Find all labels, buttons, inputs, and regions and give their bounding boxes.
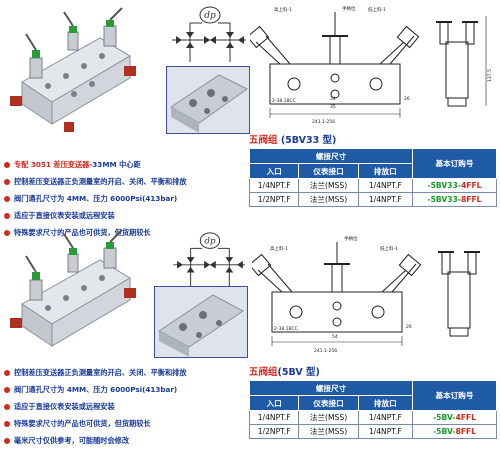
feature-item: 控制差压变送器正负测量室的开启、关闭、平衡和排放 xyxy=(4,364,242,381)
dim-overall-length: 241.1-256 xyxy=(314,348,337,354)
feature-item: 阀门通孔尺寸为 4MM、压力 6000Psi(413bar) xyxy=(4,190,242,207)
bullet-icon xyxy=(4,229,10,236)
bullet-icon xyxy=(4,437,10,444)
feature-item: 阀门通孔尺寸为 4MM、压力 6000Psi(413bar) xyxy=(4,381,242,398)
mounting-face-detail-top xyxy=(166,66,250,134)
header-inlet: 入口 xyxy=(248,395,300,411)
feature-item: 毫米尺寸仅供参考，可能随时会修改 xyxy=(4,432,242,449)
dim-34: 34 xyxy=(330,96,336,102)
dim-54: 54 xyxy=(332,334,338,340)
manifold-product-image-top xyxy=(10,7,136,132)
label-handle: 手柄位 xyxy=(342,5,356,12)
feature-list-top: 专配 3051 差压变送器-33MM 中心距 控制差压变送器正负测量室的开启、关… xyxy=(4,156,242,241)
label-handle: 手柄位 xyxy=(344,235,358,242)
order-code: -5BV33-4FFL xyxy=(411,178,498,193)
header-drain-port: 排放口 xyxy=(357,395,413,411)
header-drain-port: 排放口 xyxy=(357,163,413,179)
order-code: -5BV33-8FFL xyxy=(411,192,498,207)
table-title: 五阀组(5BV 型) xyxy=(249,367,320,378)
table-row: 1/2NPT.F 法兰(MSS) 1/4NPT.F -5BV-8FFL xyxy=(248,424,498,439)
dimension-drawing-bottom: 高上料-1 低上料-1 手柄位 2-38.1BCC 54 241.1-256 2… xyxy=(252,235,480,354)
bullet-icon xyxy=(4,420,10,427)
label-high-pressure: 高上料-1 xyxy=(270,245,288,252)
feature-item: 适应于直接仪表安装或远程安装 xyxy=(4,207,242,224)
order-table-bottom: 五阀组(5BV 型) 螺接尺寸 基本订购号 入口 仪表接口 排放口 1/4NPT… xyxy=(248,366,498,439)
table-row: 1/4NPT.F 法兰(MSS) 1/4NPT.F -5BV-4FFL xyxy=(248,410,498,425)
label-low-pressure: 低上料-1 xyxy=(380,245,398,252)
label-low-pressure: 低上料-1 xyxy=(368,6,386,13)
bullet-icon xyxy=(4,212,10,219)
header-instrument-port: 仪表接口 xyxy=(298,163,359,179)
dim-bolt-circle: 2-38.1BCC xyxy=(272,98,296,104)
header-order-number: 基本订购号 xyxy=(411,148,498,179)
table-row: 1/2NPT.F 法兰(MSS) 1/4NPT.F -5BV33-8FFL xyxy=(248,192,498,207)
table-title: 五阀组 (5BV33 型) xyxy=(249,135,337,146)
bullet-icon xyxy=(4,369,10,376)
dp-label: dp xyxy=(204,11,216,21)
header-order-number: 基本订购号 xyxy=(411,380,498,411)
order-code: -5BV-8FFL xyxy=(411,424,498,439)
order-table-top: 五阀组 (5BV33 型) 螺接尺寸 基本订购号 入口 仪表接口 排放口 1/4… xyxy=(248,134,498,207)
header-instrument-port: 仪表接口 xyxy=(298,395,359,411)
dim-26: 26 xyxy=(404,96,410,102)
dp-label: dp xyxy=(204,237,216,247)
label-high-pressure: 高上料-1 xyxy=(274,6,292,13)
order-code: -5BV-4FFL xyxy=(411,410,498,425)
header-connection-size: 螺接尺寸 xyxy=(249,380,413,396)
manifold-product-image-bottom xyxy=(10,229,136,347)
feature-item: 控制差压变送器正负测量室的开启、关闭、平衡和排放 xyxy=(4,173,242,190)
bullet-icon xyxy=(4,403,10,410)
feature-item: 特殊要求尺寸的产品也可供货，但货期较长 xyxy=(4,224,242,241)
feature-item: 专配 3051 差压变送器-33MM 中心距 xyxy=(4,156,242,173)
dim-26: 26 xyxy=(406,324,412,330)
table-row: 1/4NPT.F 法兰(MSS) 1/4NPT.F -5BV33-4FFL xyxy=(248,178,498,193)
bullet-icon xyxy=(4,178,10,185)
feature-list-bottom: 控制差压变送器正负测量室的开启、关闭、平衡和排放 阀门通孔尺寸为 4MM、压力 … xyxy=(4,364,242,449)
bullet-icon xyxy=(4,386,10,393)
dim-35: 35 xyxy=(330,104,336,110)
bullet-icon xyxy=(4,161,10,168)
dim-height: 137.5 xyxy=(487,69,493,82)
header-inlet: 入口 xyxy=(248,163,300,179)
feature-item: 适应于直接仪表安装或远程安装 xyxy=(4,398,242,415)
valve-schematic-symbol-top: dp xyxy=(172,6,246,62)
dimension-drawing-top: 高上料-1 低上料-1 手柄位 34 35 2-38.1BCC 241.1-25… xyxy=(250,5,493,125)
dim-overall-length: 241.1-256 xyxy=(312,119,335,125)
header-connection-size: 螺接尺寸 xyxy=(249,148,413,164)
feature-item: 特殊要求尺寸的产品也可供货，但货期较长 xyxy=(4,415,242,432)
mounting-face-detail-bottom xyxy=(154,286,248,358)
dim-bolt-circle: 2-38.1BCC xyxy=(274,326,298,332)
bullet-icon xyxy=(4,195,10,202)
valve-schematic-symbol-bottom: dp xyxy=(173,232,245,287)
